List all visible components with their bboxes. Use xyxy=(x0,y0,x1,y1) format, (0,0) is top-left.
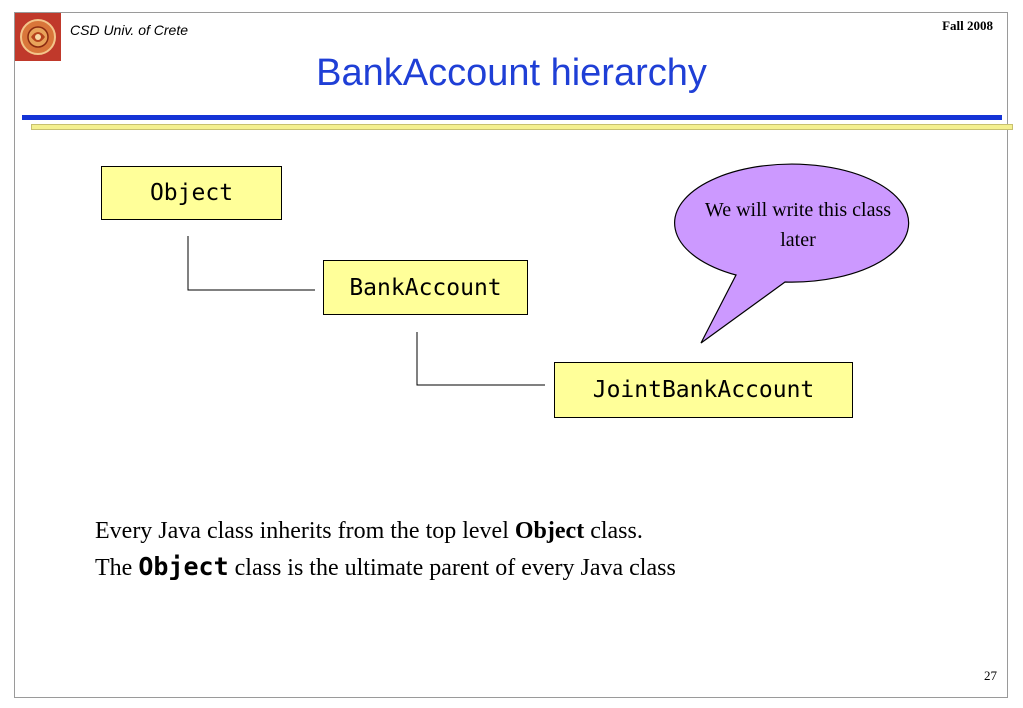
title-rule-yellow xyxy=(31,124,1013,130)
class-box-jointbankaccount: JointBankAccount xyxy=(554,362,853,418)
class-box-object: Object xyxy=(101,166,282,220)
body-line-1: Every Java class inherits from the top l… xyxy=(95,513,676,549)
callout-text: We will write this class later xyxy=(704,199,892,251)
body-line-2-start: The xyxy=(95,555,139,581)
university-seal-logo xyxy=(15,13,61,61)
body-line-2-end: class is the ultimate parent of every Ja… xyxy=(228,555,676,581)
page-number: 27 xyxy=(984,668,997,683)
body-text: Every Java class inherits from the top l… xyxy=(95,513,676,586)
body-line-1-start: Every Java class inherits from the top l… xyxy=(95,518,515,544)
body-line-1-end: class. xyxy=(584,518,643,544)
institution-label: CSD Univ. of Crete xyxy=(70,22,188,38)
class-box-bankaccount: BankAccount xyxy=(323,260,528,315)
slide-title: BankAccount hierarchy xyxy=(316,52,707,94)
body-line-2-object: Object xyxy=(138,552,229,581)
body-line-1-object: Object xyxy=(514,518,585,544)
slide-frame xyxy=(14,12,1008,698)
semester-label: Fall 2008 xyxy=(942,18,993,33)
body-line-2: The Object class is the ultimate parent … xyxy=(95,549,676,586)
title-rule-blue xyxy=(22,115,1002,120)
